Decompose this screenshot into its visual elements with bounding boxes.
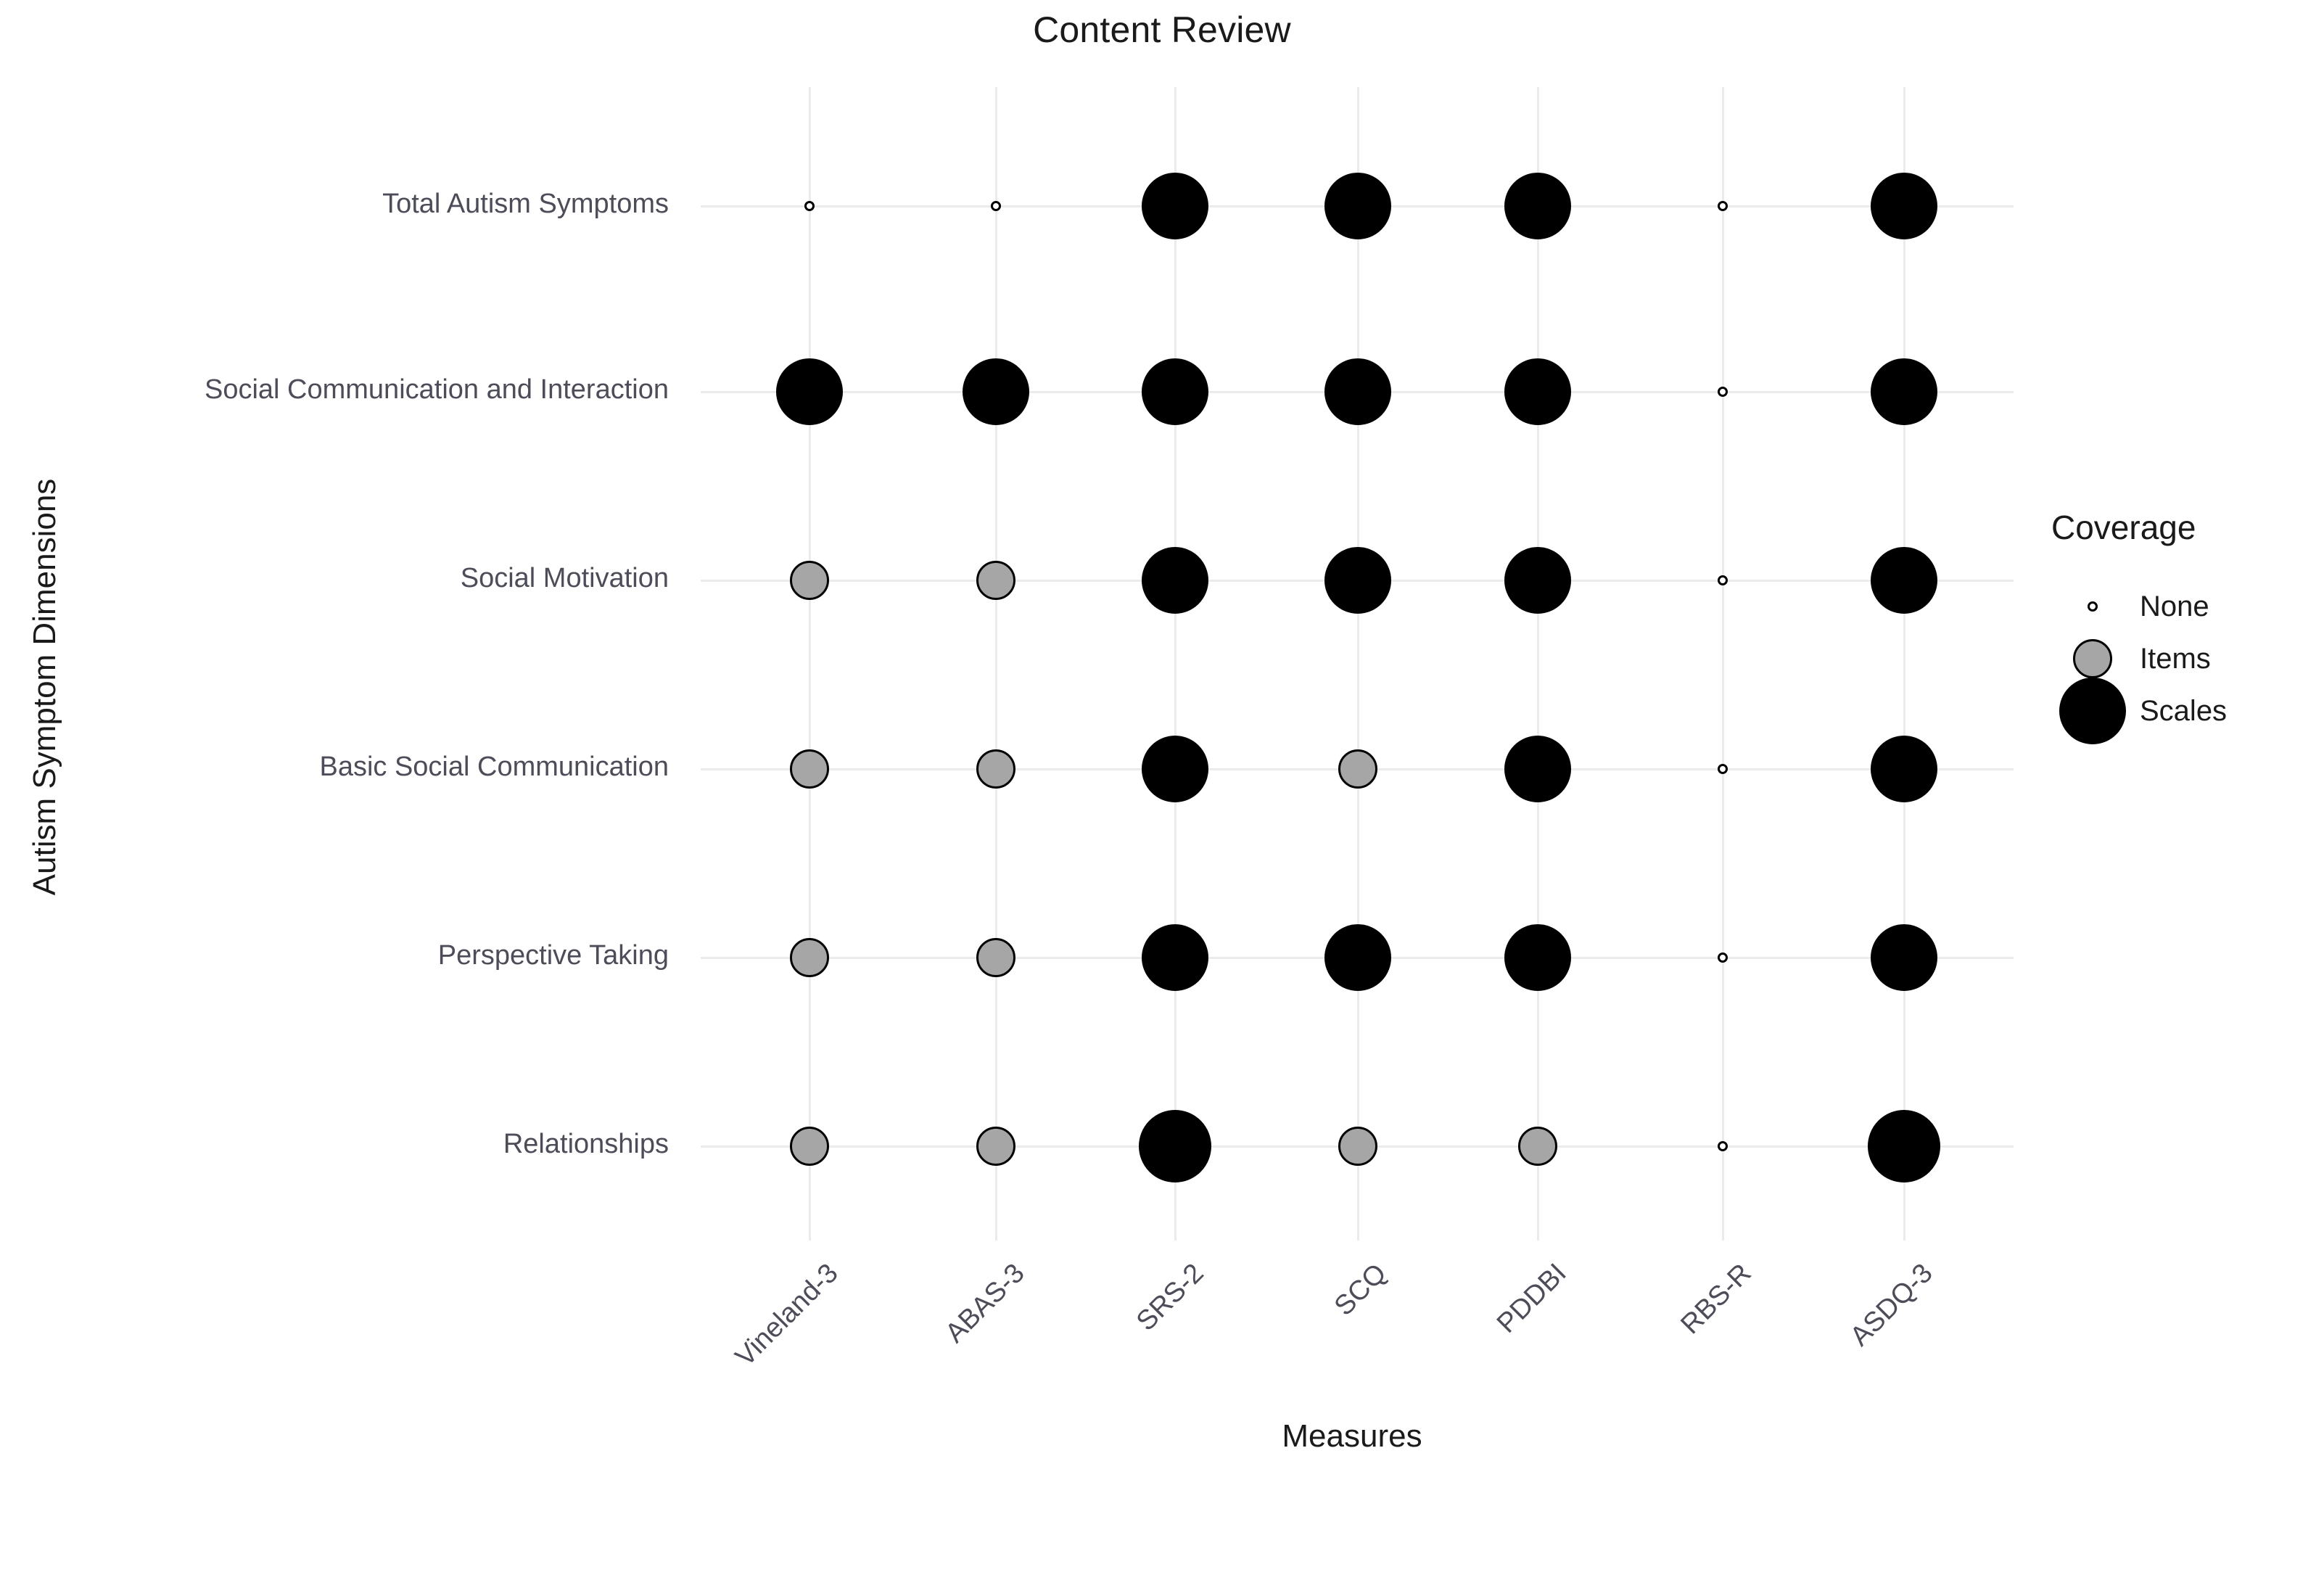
y-tick-label-text: Social Motivation <box>460 563 669 593</box>
data-point[interactable] <box>1518 1127 1557 1166</box>
y-tick-label-text: Perspective Taking <box>437 940 669 971</box>
y-tick-label-perspective-taking: Perspective Taking <box>0 940 685 971</box>
plot-panel <box>701 87 2014 1241</box>
data-point[interactable] <box>991 201 1001 211</box>
vertical-gridline-vineland-3 <box>809 87 811 1241</box>
legend-entry-items[interactable]: Items <box>2045 633 2324 685</box>
data-point[interactable] <box>1718 1141 1728 1151</box>
data-point[interactable] <box>1504 358 1571 425</box>
y-tick-label-total-autism-symptoms: Total Autism Symptoms <box>0 189 685 220</box>
data-point[interactable] <box>1338 749 1377 789</box>
data-point[interactable] <box>790 749 829 789</box>
data-point[interactable] <box>790 938 829 977</box>
legend-label-items: Items <box>2140 642 2211 675</box>
legend-key-items <box>2045 633 2140 685</box>
legend-marker-scales <box>2059 678 2126 744</box>
data-point[interactable] <box>1871 547 1937 614</box>
data-point[interactable] <box>1718 953 1728 963</box>
data-point[interactable] <box>1142 924 1208 991</box>
data-point[interactable] <box>1871 736 1937 802</box>
data-point[interactable] <box>1338 1127 1377 1166</box>
vertical-gridline-scq <box>1357 87 1359 1241</box>
data-point[interactable] <box>1142 736 1208 802</box>
data-point[interactable] <box>790 1127 829 1166</box>
data-point[interactable] <box>1504 736 1571 802</box>
data-point[interactable] <box>1142 547 1208 614</box>
vertical-gridline-rbs-r <box>1722 87 1724 1241</box>
y-tick-label-basic-social-communication: Basic Social Communication <box>0 752 685 783</box>
legend-key-scales <box>2045 678 2140 744</box>
data-point[interactable] <box>976 1127 1015 1166</box>
data-point[interactable] <box>1504 173 1571 239</box>
data-point[interactable] <box>976 749 1015 789</box>
data-point[interactable] <box>1142 173 1208 239</box>
data-point[interactable] <box>776 358 843 425</box>
y-tick-label-text: Social Communication and Interaction <box>204 374 669 405</box>
data-point[interactable] <box>1718 575 1728 585</box>
y-tick-label-relationships: Relationships <box>0 1129 685 1160</box>
data-point[interactable] <box>1324 924 1391 991</box>
y-tick-label-text: Basic Social Communication <box>319 752 669 782</box>
data-point[interactable] <box>1142 358 1208 425</box>
data-point[interactable] <box>1504 547 1571 614</box>
data-point[interactable] <box>1718 387 1728 397</box>
data-point[interactable] <box>1871 924 1937 991</box>
vertical-gridline-abas-3 <box>995 87 997 1241</box>
data-point[interactable] <box>1504 924 1571 991</box>
legend-entry-none[interactable]: None <box>2045 580 2324 633</box>
chart-title: Content Review <box>1033 9 1291 50</box>
legend-marker-items <box>2073 639 2112 678</box>
y-tick-label-social-communication-and-interaction: Social Communication and Interaction <box>0 374 685 406</box>
data-point[interactable] <box>1871 358 1937 425</box>
data-point[interactable] <box>963 358 1029 425</box>
legend-marker-none <box>2088 601 2098 612</box>
data-point[interactable] <box>1139 1110 1211 1182</box>
data-point[interactable] <box>1324 547 1391 614</box>
legend-title: Coverage <box>2051 509 2196 546</box>
legend-key-none <box>2045 580 2140 633</box>
vertical-gridline-pddbi <box>1537 87 1539 1241</box>
legend-label-none: None <box>2140 590 2209 622</box>
data-point[interactable] <box>1868 1110 1940 1182</box>
vertical-gridline-asdq-3 <box>1903 87 1905 1241</box>
data-point[interactable] <box>976 561 1015 600</box>
y-axis-title: Autism Symptom Dimensions <box>27 478 62 896</box>
data-point[interactable] <box>790 561 829 600</box>
y-tick-label-social-motivation: Social Motivation <box>0 563 685 594</box>
y-tick-label-text: Total Autism Symptoms <box>382 189 669 219</box>
data-point[interactable] <box>1718 201 1728 211</box>
y-tick-label-text: Relationships <box>503 1129 669 1159</box>
data-point[interactable] <box>1324 358 1391 425</box>
data-point[interactable] <box>1871 173 1937 239</box>
chart-root: Content Review Autism Symptom Dimensions… <box>0 9 2324 1454</box>
legend-entry-scales[interactable]: Scales <box>2045 678 2324 744</box>
data-point[interactable] <box>804 201 815 211</box>
data-point[interactable] <box>1324 173 1391 239</box>
data-point[interactable] <box>1718 764 1728 774</box>
legend-label-scales: Scales <box>2140 694 2228 727</box>
data-point[interactable] <box>976 938 1015 977</box>
x-axis-title: Measures <box>1282 1418 1422 1454</box>
vertical-gridline-srs-2 <box>1174 87 1177 1241</box>
